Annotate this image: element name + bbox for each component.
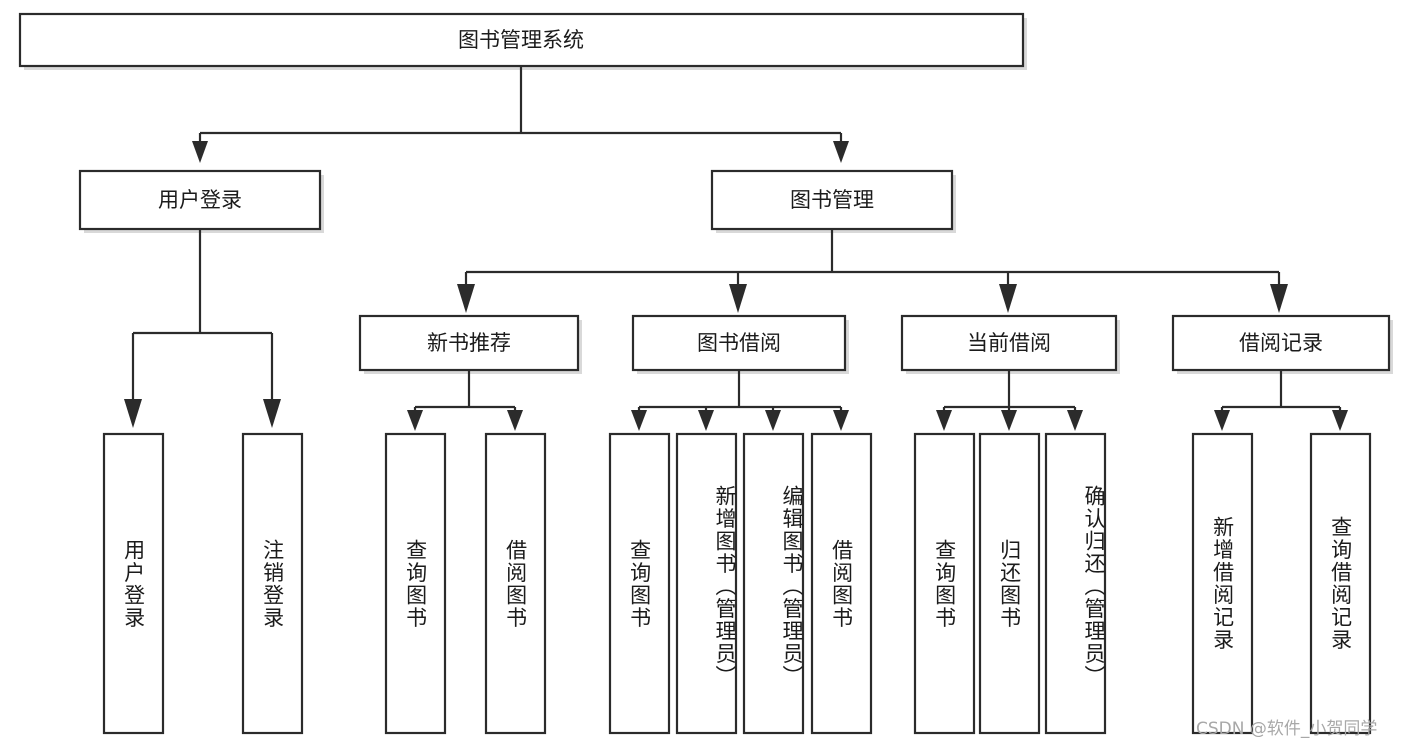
connector-root-to-level2 bbox=[192, 66, 849, 163]
leaf-box-add-book[interactable] bbox=[675, 432, 738, 735]
node-borrow-record-label: 借阅记录 bbox=[1239, 331, 1323, 355]
arrowhead-icon bbox=[1067, 410, 1083, 431]
node-new-book-recommend-label: 新书推荐 bbox=[427, 331, 511, 355]
node-root[interactable]: 图书管理系统 bbox=[18, 12, 1025, 68]
leaf-box-query-borrow-record[interactable] bbox=[1309, 432, 1372, 735]
arrowhead-icon bbox=[833, 410, 849, 431]
leaf-box-edit-book[interactable] bbox=[742, 432, 805, 735]
leaf-box-return-book[interactable] bbox=[978, 432, 1041, 735]
arrowhead-icon bbox=[457, 284, 475, 313]
leaf-box-user-login[interactable] bbox=[102, 432, 165, 735]
arrowhead-icon bbox=[124, 399, 142, 428]
connector-book-management-to-level3 bbox=[457, 229, 1288, 313]
arrowhead-icon bbox=[936, 410, 952, 431]
leaf-box-query-book-2[interactable] bbox=[608, 432, 671, 735]
node-user-login[interactable]: 用户登录 bbox=[78, 169, 322, 231]
node-book-management-label: 图书管理 bbox=[790, 188, 874, 212]
arrowhead-icon bbox=[765, 410, 781, 431]
leaf-box-logout-login[interactable] bbox=[241, 432, 304, 735]
arrowhead-icon bbox=[999, 284, 1017, 313]
connector-borrow-record-to-leaves bbox=[1214, 370, 1348, 431]
arrowhead-icon bbox=[192, 141, 208, 163]
node-new-book-recommend[interactable]: 新书推荐 bbox=[358, 314, 580, 372]
arrowhead-icon bbox=[1270, 284, 1288, 313]
connector-book-borrow-to-leaves bbox=[631, 370, 849, 431]
node-book-management[interactable]: 图书管理 bbox=[710, 169, 954, 231]
arrowhead-icon bbox=[1332, 410, 1348, 431]
node-borrow-record[interactable]: 借阅记录 bbox=[1171, 314, 1391, 372]
connector-current-borrow-to-leaves bbox=[936, 370, 1083, 431]
node-current-borrow[interactable]: 当前借阅 bbox=[900, 314, 1118, 372]
leaf-box-query-book-3[interactable] bbox=[913, 432, 976, 735]
connector-user-login-to-leaves bbox=[124, 229, 281, 428]
arrowhead-icon bbox=[407, 410, 423, 431]
arrowhead-icon bbox=[507, 410, 523, 431]
arrowhead-icon bbox=[263, 399, 281, 428]
leaf-box-add-borrow-record[interactable] bbox=[1191, 432, 1254, 735]
arrowhead-icon bbox=[729, 284, 747, 313]
node-current-borrow-label: 当前借阅 bbox=[967, 331, 1051, 355]
leaf-box-confirm-return[interactable] bbox=[1044, 432, 1107, 735]
arrowhead-icon bbox=[631, 410, 647, 431]
connector-new-book-recommend-to-leaves bbox=[407, 370, 523, 431]
arrowhead-icon bbox=[698, 410, 714, 431]
leaf-box-borrow-book-2[interactable] bbox=[810, 432, 873, 735]
node-book-borrow[interactable]: 图书借阅 bbox=[631, 314, 847, 372]
arrowhead-icon bbox=[1214, 410, 1230, 431]
leaf-boxes bbox=[102, 432, 1372, 735]
node-user-login-label: 用户登录 bbox=[158, 188, 242, 212]
arrowhead-icon bbox=[833, 141, 849, 163]
node-book-borrow-label: 图书借阅 bbox=[697, 331, 781, 355]
leaf-box-borrow-book-1[interactable] bbox=[484, 432, 547, 735]
arrowhead-icon bbox=[1001, 410, 1017, 431]
leaf-box-query-book-1[interactable] bbox=[384, 432, 447, 735]
csdn-watermark: CSDN @软件_小贺同学 bbox=[1196, 719, 1378, 739]
node-root-label: 图书管理系统 bbox=[458, 28, 584, 52]
